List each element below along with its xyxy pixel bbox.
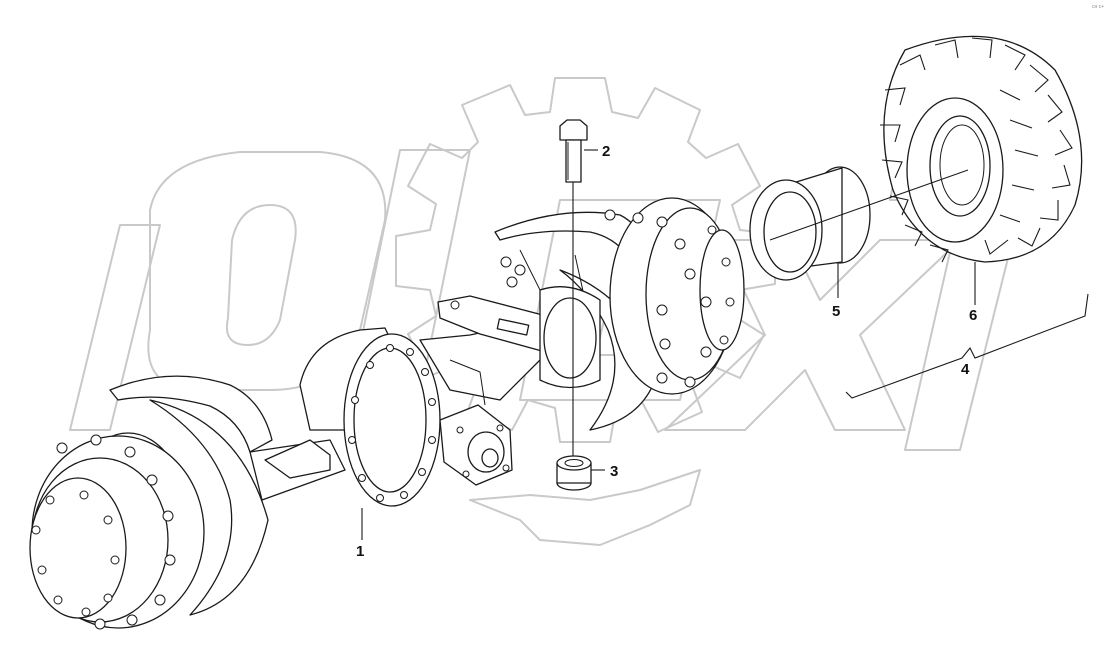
callout-labels: 1 2 3 4 5 6 xyxy=(356,143,977,560)
part-6-tire xyxy=(880,35,1083,263)
part-5-rim xyxy=(749,166,871,281)
leader-lines xyxy=(361,149,1089,540)
right-hub-bolts xyxy=(604,209,735,388)
callout-2: 2 xyxy=(602,143,610,160)
callout-1: 1 xyxy=(356,543,364,560)
part-2-bolt xyxy=(559,119,588,458)
left-hub-bolts xyxy=(31,434,176,630)
watermark-left-bar xyxy=(69,224,161,431)
diff-cover-bolts xyxy=(348,344,436,502)
part-3-nut xyxy=(556,455,592,491)
watermark-gear-inner xyxy=(469,469,701,546)
left-wheel-hub xyxy=(29,432,205,630)
watermark-gear-outline xyxy=(395,77,776,443)
callout-4: 4 xyxy=(961,361,970,378)
callout-5: 5 xyxy=(832,303,840,320)
callout-6: 6 xyxy=(969,307,977,324)
tire-tread xyxy=(880,37,1073,263)
wheel-axis-line xyxy=(769,169,969,241)
watermark-letter-x xyxy=(664,239,961,431)
center-differential xyxy=(299,319,561,507)
right-wheel-hub xyxy=(500,197,745,395)
callout-3: 3 xyxy=(610,463,618,480)
left-axle-tube xyxy=(249,439,346,501)
left-fender xyxy=(109,375,273,616)
corner-mark: сн с+ xyxy=(1092,4,1104,10)
